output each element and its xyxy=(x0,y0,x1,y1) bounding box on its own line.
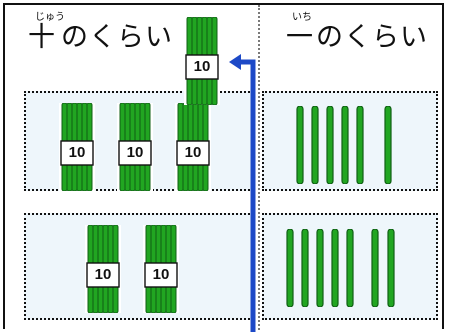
ten-bundle: 10 xyxy=(175,103,211,191)
ten-bundle: 10 xyxy=(117,103,153,191)
ten-bundle-icon xyxy=(86,225,120,313)
ones-ruby: いち xyxy=(292,12,312,23)
ten-bundle-icon xyxy=(60,103,94,191)
ones-label: のくらい xyxy=(316,22,428,53)
ones-place-heading: いち 一 のくらい xyxy=(286,13,436,63)
one-stick-icon xyxy=(286,229,294,307)
ten-bundle: 10 xyxy=(59,103,95,191)
ten-bundle: 10 xyxy=(143,225,179,313)
tens-kanji: 十 xyxy=(28,22,56,53)
ten-bundle-icon xyxy=(118,103,152,191)
ten-bundle-label: 10 xyxy=(126,144,144,161)
ten-bundle-icon xyxy=(176,103,210,191)
ten-bundle: 10 xyxy=(85,225,121,313)
one-stick xyxy=(314,229,326,307)
ten-bundle-label: 10 xyxy=(68,144,86,161)
one-stick xyxy=(299,229,311,307)
one-stick xyxy=(284,229,296,307)
one-stick-icon xyxy=(311,106,319,184)
one-stick-icon xyxy=(341,106,349,184)
one-stick xyxy=(309,106,321,184)
one-stick-icon xyxy=(326,106,334,184)
ones-row-1-panel xyxy=(262,91,438,191)
one-stick xyxy=(339,106,351,184)
one-stick xyxy=(385,229,397,307)
one-stick xyxy=(369,229,381,307)
tens-ruby: じゅう xyxy=(35,12,65,23)
ten-bundle-icon xyxy=(185,17,219,105)
one-stick-icon xyxy=(331,229,339,307)
one-stick-icon xyxy=(384,106,392,184)
tens-row-2-panel xyxy=(24,213,254,320)
ten-bundle-label: 10 xyxy=(184,144,202,161)
one-stick-icon xyxy=(371,229,379,307)
one-stick xyxy=(324,106,336,184)
one-stick-icon xyxy=(346,229,354,307)
ten-bundle-label: 10 xyxy=(94,266,112,283)
ten-bundle-label: 10 xyxy=(152,266,170,283)
one-stick-icon xyxy=(296,106,304,184)
one-stick-icon xyxy=(316,229,324,307)
tens-label: のくらい xyxy=(61,22,173,53)
one-stick xyxy=(329,229,341,307)
ten-bundle: 10 xyxy=(184,17,220,105)
one-stick-icon xyxy=(301,229,309,307)
ten-bundle-label: 10 xyxy=(193,58,211,75)
one-stick-icon xyxy=(387,229,395,307)
one-stick xyxy=(354,106,366,184)
tens-place-heading: じゅう 十 のくらい xyxy=(28,13,188,63)
ones-kanji: 一 xyxy=(286,22,314,53)
ten-bundle-icon xyxy=(144,225,178,313)
one-stick xyxy=(344,229,356,307)
one-stick xyxy=(382,106,394,184)
column-divider xyxy=(258,5,260,330)
one-stick-icon xyxy=(356,106,364,184)
one-stick xyxy=(294,106,306,184)
